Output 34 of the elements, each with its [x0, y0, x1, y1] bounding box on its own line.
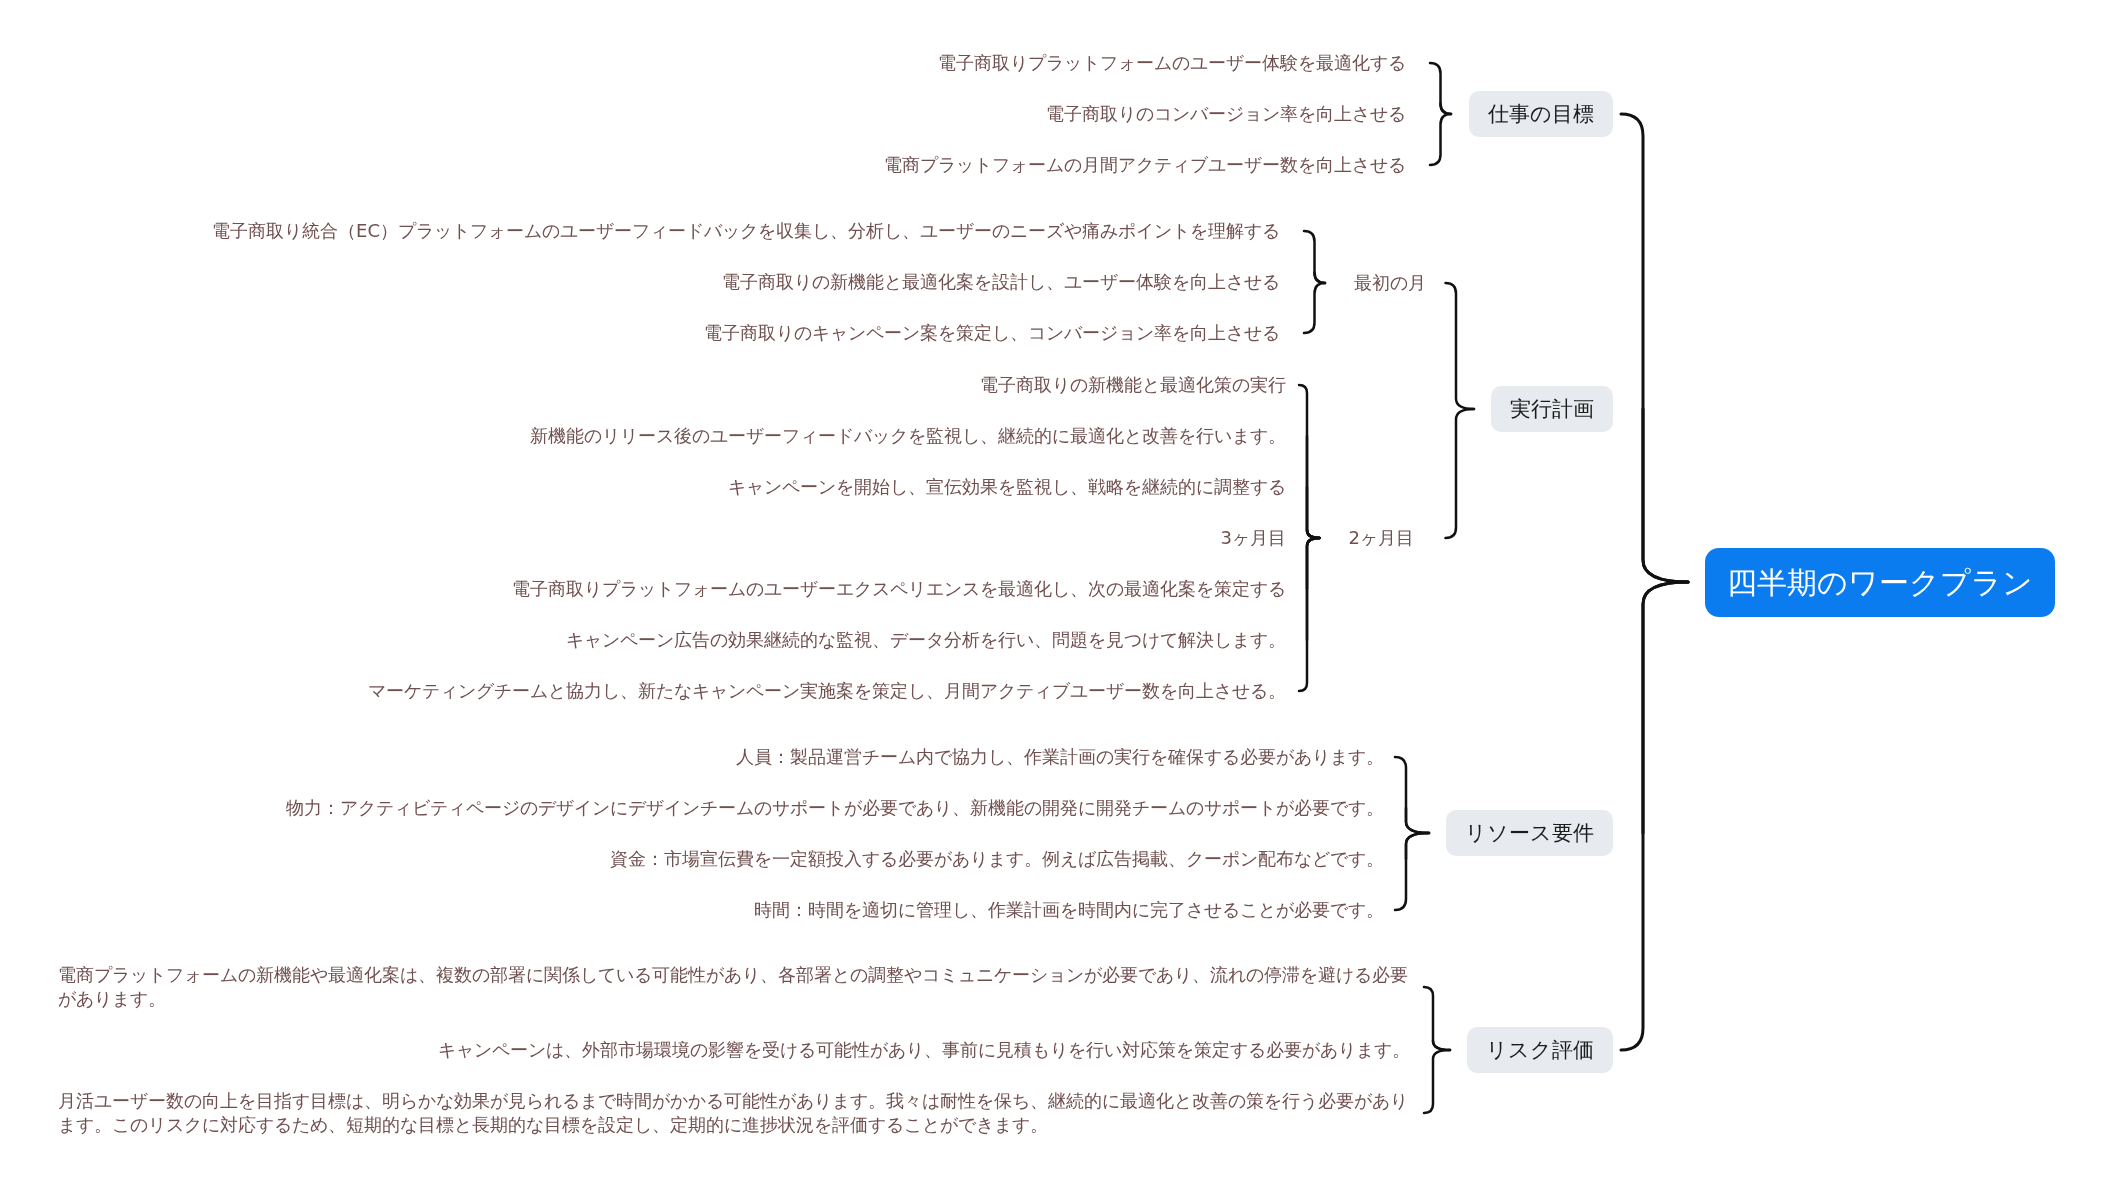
- topic-text: 電商プラットフォームの新機能や最適化案は、複数の部署に関係している可能性があり、各部署との調整やコミュニケーションが必要であり、流れの停滞を避ける必要があります。: [58, 963, 1410, 1011]
- brace-connector: [1428, 112, 1453, 167]
- topic-text: 月活ユーザー数の向上を目指す目標は、明らかな効果が見られるまで時間がかかる可能性があります。我々は耐性を保ち、継続的に最適化と改善の策を行う必要があります。このリスクに対応するため、短期的な目標と長期的な目標を設定し、定期的に進捗状況を評価することができます。: [58, 1089, 1410, 1137]
- topic-text: 電子商取りの新機能と最適化策の実行: [980, 373, 1286, 397]
- brace-connector: [1444, 407, 1476, 540]
- brace-connector: [1641, 407, 1690, 584]
- topic-text: 電子商取りのキャンペーン案を策定し、コンバージョン率を向上させる: [704, 321, 1280, 345]
- topic-text: マーケティングチームと協力し、新たなキャンペーン実施案を策定し、月間アクティブユーザー数を向上させる。: [368, 679, 1286, 703]
- topic-text: 電商プラットフォームの月間アクティブユーザー数を向上させる: [884, 153, 1406, 177]
- topic-text: 時間：時間を適切に管理し、作業計画を時間内に完了させることが必要です。: [754, 898, 1384, 922]
- topic-text: 電子商取りのコンバージョン率を向上させる: [1046, 102, 1406, 126]
- topic-text: 資金：市場宣伝費を一定額投入する必要があります。例えば広告掲載、クーポン配布などです。: [610, 847, 1384, 871]
- topic-box: リスク評価: [1467, 1027, 1613, 1073]
- brace-connector: [1302, 281, 1327, 335]
- brace-connector: [1297, 536, 1321, 693]
- topic-box: リソース要件: [1446, 810, 1613, 856]
- topic-text: キャンペーンを開始し、宣伝効果を監視し、戦略を継続的に調整する: [728, 475, 1286, 499]
- brace-connector: [1422, 1048, 1452, 1115]
- topic-text: 最初の月: [1354, 271, 1426, 295]
- topic-text: 2ヶ月目: [1348, 526, 1414, 550]
- topic-text: キャンペーン広告の効果継続的な監視、データ分析を行い、問題を見つけて解決します。: [566, 628, 1286, 652]
- topic-box: 実行計画: [1491, 386, 1613, 432]
- topic-text: キャンペーンは、外部市場環境の影響を受ける可能性があり、事前に見積もりを行い対応策を策定する必要があります。: [438, 1038, 1410, 1062]
- topic-text: 物力：アクティビティページのデザインにデザインチームのサポートが必要であり、新機能の開発に開発チームのサポートが必要です。: [286, 796, 1384, 820]
- topic-box: 仕事の目標: [1469, 91, 1613, 137]
- topic-text: 電子商取りの新機能と最適化案を設計し、ユーザー体験を向上させる: [722, 270, 1280, 294]
- topic-text: 新機能のリリース後のユーザーフィードバックを監視し、継続的に最適化と改善を行います。: [530, 424, 1286, 448]
- brace-connector: [1393, 831, 1431, 912]
- topic-text: 人員：製品運営チーム内で協力し、作業計画の実行を確保する必要があります。: [736, 745, 1384, 769]
- topic-text: 電子商取りプラットフォームのユーザー体験を最適化する: [938, 51, 1406, 75]
- central-topic-box: 四半期のワークプラン: [1705, 547, 2055, 617]
- topic-text: 電子商取りプラットフォームのユーザーエクスペリエンスを最適化し、次の最適化案を策定する: [512, 577, 1286, 601]
- topic-text: 電子商取り統合（EC）プラットフォームのユーザーフィードバックを収集し、分析し、ユーザーのニーズや痛みポイントを理解する: [212, 219, 1280, 243]
- topic-text: 3ヶ月目: [1220, 526, 1286, 550]
